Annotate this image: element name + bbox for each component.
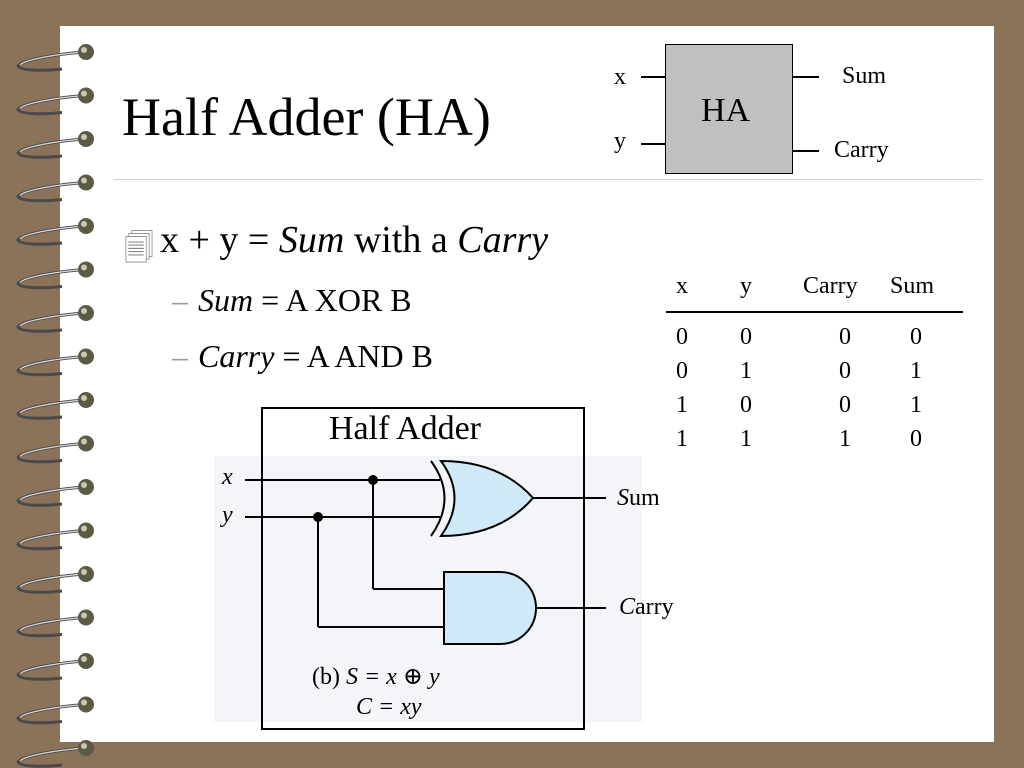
junction-y [313, 512, 323, 522]
bullet-main-middle: with a [344, 219, 458, 261]
truth-table-header-x: x [676, 273, 688, 299]
bullet-main-prefix: x + y = [160, 219, 279, 261]
circuit-input-x-label: x [222, 464, 233, 490]
bullet-main-sum: Sum [278, 219, 345, 261]
bullet-sub-carry-dash: – [172, 338, 188, 374]
truth-table-header-sum: Sum [890, 273, 935, 299]
binding-ring [16, 435, 94, 464]
circuit-carry-label-rest: arry [635, 594, 674, 620]
circuit-sum-label-s: S [617, 485, 629, 511]
ha-block [665, 44, 793, 174]
ha-input-y-label: y [614, 128, 626, 154]
junction-x [368, 475, 378, 485]
truth-table-cell: 1 [740, 358, 752, 384]
binding-ring [16, 348, 94, 377]
binding-ring [16, 609, 94, 638]
bullet-sub-carry: –Carry = A AND B [172, 338, 433, 375]
truth-table-cell: 0 [740, 324, 752, 350]
xor-gate [439, 459, 535, 538]
binding-ring [16, 479, 94, 507]
truth-table-cell: 0 [910, 324, 922, 350]
truth-table-cell: 0 [676, 324, 688, 350]
circuit-title: Half Adder [329, 410, 482, 447]
circuit-equation-sum-text: S = x ⊕ y [345, 664, 440, 690]
binding-ring [16, 174, 94, 203]
bullet-sub-sum-term: Sum [198, 282, 254, 318]
truth-table-cell: 1 [676, 392, 688, 418]
circuit-sum-label: Sum [617, 485, 660, 512]
circuit-equation-carry-text: C = xy [356, 694, 422, 720]
bullet-main-carry: Carry [457, 219, 549, 261]
binding-ring [16, 261, 94, 290]
truth-table-cell: 1 [839, 426, 851, 452]
binding-ring [16, 566, 94, 594]
ha-input-x-label: x [614, 64, 626, 90]
binding-ring [16, 653, 94, 681]
ha-input-x-line [641, 76, 665, 78]
ha-output-sum-label: Sum [842, 63, 887, 89]
truth-table-header-carry: Carry [803, 273, 858, 299]
ha-output-carry-label: Carry [834, 137, 889, 163]
bullet-sub-sum: –Sum = A XOR B [172, 282, 412, 319]
truth-table-cell: 1 [740, 426, 752, 452]
truth-table-cell: 0 [839, 358, 851, 384]
binding-ring [16, 87, 94, 116]
binding-ring [16, 44, 94, 72]
truth-table-cell: 0 [740, 392, 752, 418]
truth-table-cell: 0 [910, 426, 922, 452]
truth-table-cell: 0 [676, 358, 688, 384]
circuit-carry-label: Carry [619, 594, 674, 621]
bullet-main: x + y = Sum with a Carry [160, 218, 548, 262]
binding-ring [16, 218, 94, 246]
and-gate [443, 571, 537, 645]
truth-table-header-y: y [740, 273, 752, 299]
binding-ring [16, 392, 94, 420]
truth-table-cell: 0 [839, 392, 851, 418]
binding-ring [16, 131, 94, 159]
circuit-sum-label-rest: um [629, 485, 660, 511]
bullet-pages-icon: 🗐 [124, 232, 154, 265]
binding-ring [16, 696, 94, 725]
truth-table-cell: 1 [910, 392, 922, 418]
ha-input-y-line [641, 143, 665, 145]
binding-ring [16, 522, 94, 551]
bullet-sub-carry-term: Carry [198, 338, 275, 374]
circuit-equation-carry: C = xy [356, 694, 422, 721]
truth-table-cell: 1 [676, 426, 688, 452]
binding-ring [16, 740, 94, 768]
bullet-sub-carry-rest: = A AND B [274, 338, 433, 374]
circuit-equation-sum: (b) S = x ⊕ y [312, 662, 440, 691]
circuit-frame [261, 407, 585, 730]
circuit-carry-label-c: C [619, 594, 636, 620]
xor-gate-input-arc [430, 460, 446, 537]
bullet-sub-sum-dash: – [172, 282, 188, 318]
truth-table-cell: 0 [839, 324, 851, 350]
title-divider [114, 179, 982, 180]
binding-ring [16, 305, 94, 333]
truth-table-header-rule [666, 311, 963, 313]
bullet-sub-sum-rest: = A XOR B [253, 282, 412, 318]
circuit-equation-prefix: (b) [312, 664, 346, 690]
spiral-binding [16, 44, 94, 768]
slide-title: Half Adder (HA) [122, 87, 491, 147]
circuit-input-y-label: y [222, 502, 233, 528]
truth-table-cell: 1 [910, 358, 922, 384]
ha-output-carry-line [793, 150, 819, 152]
ha-output-sum-line [793, 76, 819, 78]
ha-block-label: HA [701, 92, 751, 129]
